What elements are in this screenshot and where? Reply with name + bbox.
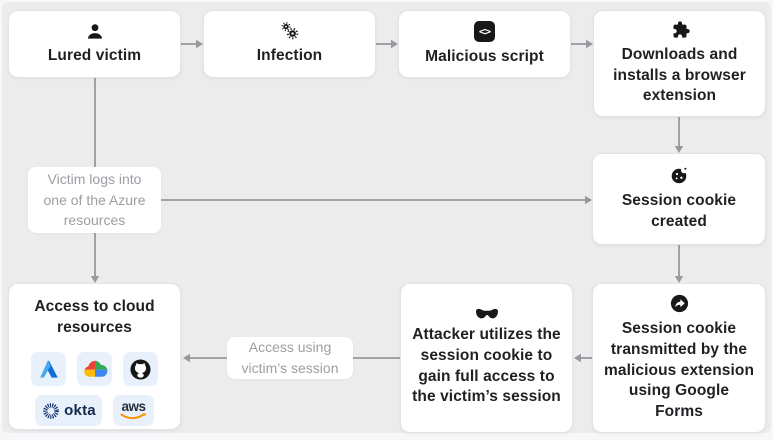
edge-label-victim-session: Access using victim’s session [227, 337, 353, 379]
okta-icon: okta [35, 395, 102, 427]
node-browser-extension: Downloads and installs a browser extensi… [593, 10, 766, 117]
edge-extension-to-cookie-created [674, 117, 684, 153]
azure-icon [31, 352, 66, 387]
node-label: Session cookie transmitted by the malici… [603, 320, 755, 420]
share-icon [669, 293, 690, 314]
node-infection: Infection [203, 10, 376, 78]
mask-icon [475, 308, 499, 320]
aws-smile-icon [120, 413, 147, 420]
provider-tiles: okta aws [31, 352, 158, 427]
cookie-icon [669, 165, 690, 186]
node-label: Infection [256, 47, 323, 65]
edge-infection-to-script [376, 39, 398, 49]
node-label: Attacker utilizes the session cookie to … [412, 326, 561, 406]
code-icon: <> [474, 20, 495, 42]
node-lured-victim: Lured victim [8, 10, 181, 78]
person-icon [85, 22, 105, 41]
aws-wordmark: aws [121, 398, 146, 414]
node-cloud-access: Access to cloud resources [8, 283, 181, 430]
google-cloud-icon [77, 352, 112, 387]
edge-cookie-created-to-transmitted [674, 245, 684, 283]
virus-icon [279, 21, 301, 41]
edge-script-to-extension [571, 39, 593, 49]
edge-transmitted-to-attacker [574, 353, 592, 363]
node-attacker-session: Attacker utilizes the session cookie to … [400, 283, 573, 433]
okta-wordmark: okta [64, 402, 96, 420]
node-label: Downloads and installs a browser extensi… [613, 46, 746, 105]
node-label: Session cookie created [621, 192, 737, 230]
edge-label-azure-login: Victim logs into one of the Azure resour… [28, 167, 161, 233]
edge-lured-to-infection [181, 39, 203, 49]
node-session-cookie-created: Session cookie created [592, 153, 766, 245]
edge-azure-login-to-cookie-created [95, 195, 592, 205]
github-icon [123, 352, 158, 387]
node-label: Lured victim [47, 46, 142, 64]
node-malicious-script: <> Malicious script [398, 10, 571, 78]
puzzle-piece-icon [670, 20, 690, 40]
node-label: Access to cloud resources [34, 298, 155, 336]
aws-icon: aws [113, 395, 154, 427]
node-label: Malicious script [425, 47, 544, 65]
node-cookie-transmitted: Session cookie transmitted by the malici… [592, 283, 766, 433]
